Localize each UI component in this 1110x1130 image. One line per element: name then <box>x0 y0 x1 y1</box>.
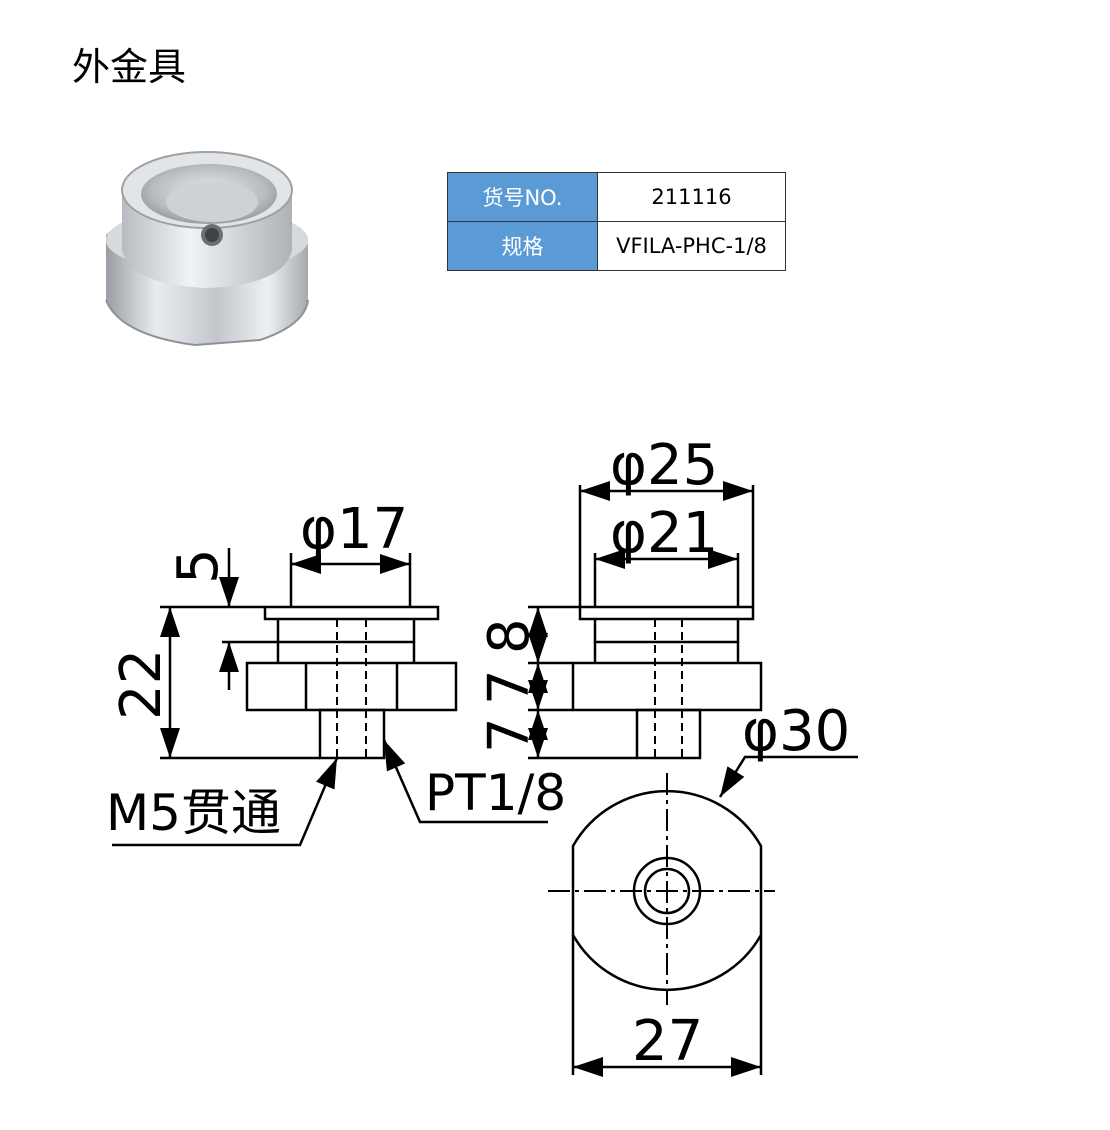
dim-inner-diameter: φ21 <box>610 501 718 566</box>
bottom-view-center-lines <box>548 773 775 1005</box>
dim-section-top: 8 <box>477 618 542 654</box>
dim-outer-diameter: φ25 <box>610 433 718 498</box>
section-view-outline <box>571 605 763 760</box>
side-view-outline <box>245 605 458 760</box>
dim-top-diameter: φ17 <box>300 497 408 562</box>
product-photo <box>105 151 309 347</box>
dim-total-height: 22 <box>109 649 174 720</box>
dim-flange-height: 5 <box>166 548 231 584</box>
dim-section-bottom: 7 <box>477 717 542 753</box>
table-row: 货号NO. 211116 <box>447 172 786 222</box>
dim-bottom-diameter: φ30 <box>742 699 850 764</box>
side-view-hidden-lines <box>336 619 367 758</box>
spec-key-item-no: 货号NO. <box>447 172 598 222</box>
spec-value-item-no: 211116 <box>597 172 786 222</box>
spec-value-spec: VFILA-PHC-1/8 <box>597 221 786 271</box>
section-view-hidden-lines <box>654 619 683 758</box>
label-through-hole: M5贯通 <box>106 784 281 842</box>
table-row: 规格 VFILA-PHC-1/8 <box>447 221 786 271</box>
dim-width-across-flats: 27 <box>632 1009 703 1074</box>
page-title: 外金具 <box>72 45 187 89</box>
spec-table: 货号NO. 211116 规格 VFILA-PHC-1/8 <box>447 172 786 271</box>
dim-section-middle: 7 <box>477 669 542 705</box>
spec-key-spec: 规格 <box>447 221 598 271</box>
label-thread: PT1/8 <box>425 764 566 822</box>
